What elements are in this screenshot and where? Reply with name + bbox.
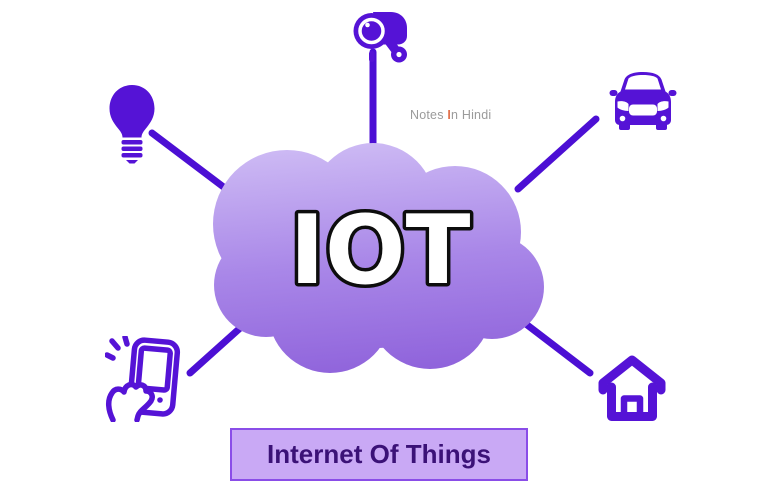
cctv-camera-icon bbox=[353, 12, 407, 63]
camera-lens-highlight bbox=[365, 22, 370, 28]
watermark-accent-letter: I bbox=[447, 108, 452, 122]
light-bulb-icon bbox=[109, 85, 155, 164]
car-icon bbox=[609, 72, 677, 130]
light-bulb-shape bbox=[109, 85, 155, 164]
caption-label: Internet Of Things bbox=[267, 439, 491, 469]
house-outline bbox=[598, 355, 666, 421]
car-details bbox=[617, 75, 669, 122]
watermark: Notes In Hindi bbox=[410, 108, 491, 122]
smartphone-hand-icon bbox=[105, 336, 181, 422]
cloud-label-group: IOT bbox=[286, 193, 474, 310]
cloud-shape bbox=[213, 143, 544, 373]
camera-mount-hole bbox=[396, 51, 402, 58]
watermark-text-after: n Hindi bbox=[451, 108, 492, 122]
phone-outline bbox=[105, 336, 181, 422]
phone-home-dot bbox=[157, 397, 163, 403]
smart-home-icon bbox=[598, 355, 666, 421]
connector-house-line bbox=[518, 317, 594, 377]
camera-lens-ring bbox=[358, 17, 385, 45]
cloud-label: IOT bbox=[290, 196, 471, 306]
watermark-text-before: Notes bbox=[410, 108, 448, 122]
connector-car-line bbox=[514, 115, 600, 193]
caption-box: Internet Of Things bbox=[230, 428, 528, 481]
